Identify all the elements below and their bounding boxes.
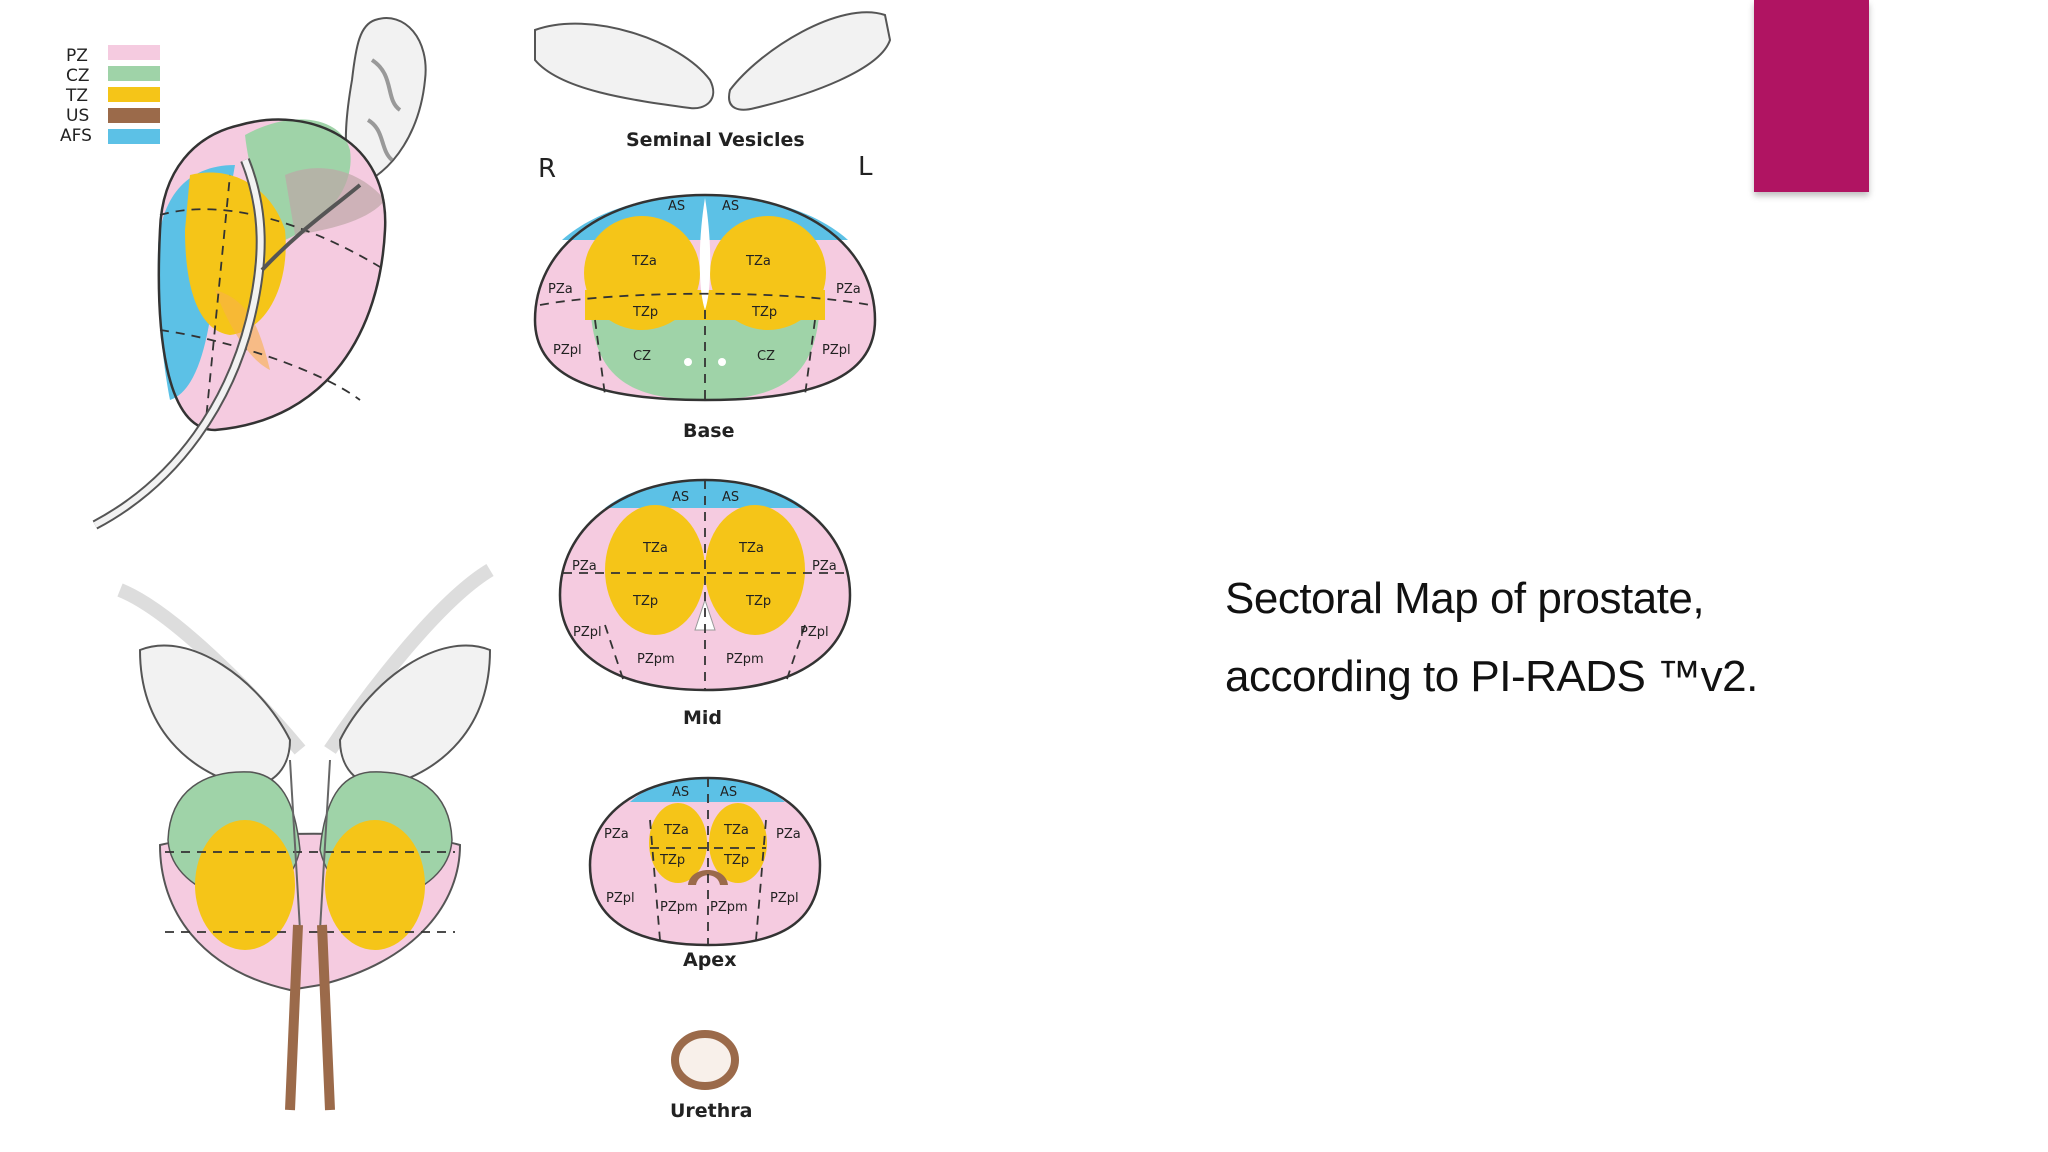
base-label-pzpl-r: PZpl xyxy=(553,343,582,358)
mid-label-as-l: AS xyxy=(722,490,739,505)
mid-label-tza-l: TZa xyxy=(738,541,764,556)
legend-swatch-cz xyxy=(108,66,160,81)
slide-caption: Sectoral Map of prostate, according to P… xyxy=(1225,560,1845,716)
caption-line-2: according to PI-RADS ™v2. xyxy=(1225,652,1758,701)
base-section: AS AS TZa TZa TZp TZp PZa PZa PZpl PZpl … xyxy=(533,193,877,442)
apex-label-tzp-l: TZp xyxy=(723,853,749,868)
mid-label-pzpm-l: PZpm xyxy=(726,652,764,667)
base-label-pzpl-l: PZpl xyxy=(822,343,851,358)
mid-label-pzpl-l: PZpl xyxy=(800,625,829,640)
label-left-side: L xyxy=(858,152,873,182)
apex-label-as-l: AS xyxy=(720,785,737,800)
base-label-tzp-r: TZp xyxy=(632,305,658,320)
apex-label-pza-l: PZa xyxy=(776,827,801,842)
label-seminal-vesicles: Seminal Vesicles xyxy=(626,129,805,151)
apex-tz-left xyxy=(709,803,767,883)
urethra-section: Urethra xyxy=(670,1030,753,1122)
label-base: Base xyxy=(683,420,735,442)
legend: PZ CZ TZ US AFS xyxy=(60,45,160,146)
base-label-tza-l: TZa xyxy=(745,254,771,269)
tz-left-coronal xyxy=(195,820,295,950)
apex-label-pza-r: PZa xyxy=(604,827,629,842)
legend-label-pz: PZ xyxy=(66,46,88,66)
apex-label-pzpl-r: PZpl xyxy=(606,891,635,906)
base-label-cz-l: CZ xyxy=(757,349,775,364)
label-urethra: Urethra xyxy=(670,1100,753,1122)
prostate-sector-diagram: PZ CZ TZ US AFS xyxy=(60,11,892,1122)
apex-label-pzpm-l: PZpm xyxy=(710,900,748,915)
base-label-as-l: AS xyxy=(722,199,739,214)
mid-section: AS AS TZa TZa TZp TZp PZa PZa PZpl PZpl … xyxy=(558,478,852,729)
tz-right-coronal xyxy=(325,820,425,950)
mid-label-pza-r: PZa xyxy=(572,559,597,574)
label-apex: Apex xyxy=(683,949,736,971)
legend-swatch-afs xyxy=(108,129,160,144)
legend-swatch-us xyxy=(108,108,160,123)
base-label-cz-r: CZ xyxy=(633,349,651,364)
seminal-vesicle-right-coronal xyxy=(338,644,492,787)
apex-section: AS AS TZa TZa TZp TZp PZa PZa PZpl PZpl … xyxy=(588,776,822,971)
apex-tz-right xyxy=(649,803,707,883)
seminal-vesicles-axial: Seminal Vesicles R L xyxy=(534,11,892,184)
mid-label-tzp-r: TZp xyxy=(632,594,658,609)
mid-tz-right xyxy=(605,505,705,635)
apex-urethral-sphincter xyxy=(688,870,728,885)
mid-label-tzp-l: TZp xyxy=(745,594,771,609)
apex-label-tza-l: TZa xyxy=(723,823,749,838)
base-label-as-r: AS xyxy=(668,199,685,214)
urethra-coronal xyxy=(285,924,335,1111)
label-mid: Mid xyxy=(683,707,722,729)
apex-label-as-r: AS xyxy=(672,785,689,800)
apex-label-tzp-r: TZp xyxy=(659,853,685,868)
base-label-tza-r: TZa xyxy=(631,254,657,269)
base-label-tzp-l: TZp xyxy=(751,305,777,320)
legend-swatch-pz xyxy=(108,45,160,60)
coronal-view xyxy=(117,564,494,1111)
apex-label-pzpm-r: PZpm xyxy=(660,900,698,915)
base-label-pza-l: PZa xyxy=(836,282,861,297)
caption-line-1: Sectoral Map of prostate, xyxy=(1225,574,1705,623)
mid-label-as-r: AS xyxy=(672,490,689,505)
apex-afs xyxy=(630,778,785,802)
urethra-ring xyxy=(671,1030,739,1090)
mid-tz-left xyxy=(705,505,805,635)
legend-label-afs: AFS xyxy=(60,126,92,146)
legend-swatch-tz xyxy=(108,87,160,102)
mid-label-tza-r: TZa xyxy=(642,541,668,556)
accent-bar xyxy=(1754,0,1869,192)
apex-pz xyxy=(590,778,820,945)
sagittal-view xyxy=(92,17,427,530)
legend-label-cz: CZ xyxy=(66,66,90,86)
legend-label-tz: TZ xyxy=(65,86,88,106)
seminal-vesicle-left-coronal xyxy=(138,644,292,787)
mid-label-pza-l: PZa xyxy=(812,559,837,574)
base-label-pza-r: PZa xyxy=(548,282,573,297)
apex-label-pzpl-l: PZpl xyxy=(770,891,799,906)
prostate-outline-sagittal xyxy=(157,118,387,432)
mid-label-pzpl-r: PZpl xyxy=(573,625,602,640)
apex-label-tza-r: TZa xyxy=(663,823,689,838)
legend-label-us: US xyxy=(66,106,89,126)
mid-label-pzpm-r: PZpm xyxy=(637,652,675,667)
label-right-side: R xyxy=(538,154,556,184)
